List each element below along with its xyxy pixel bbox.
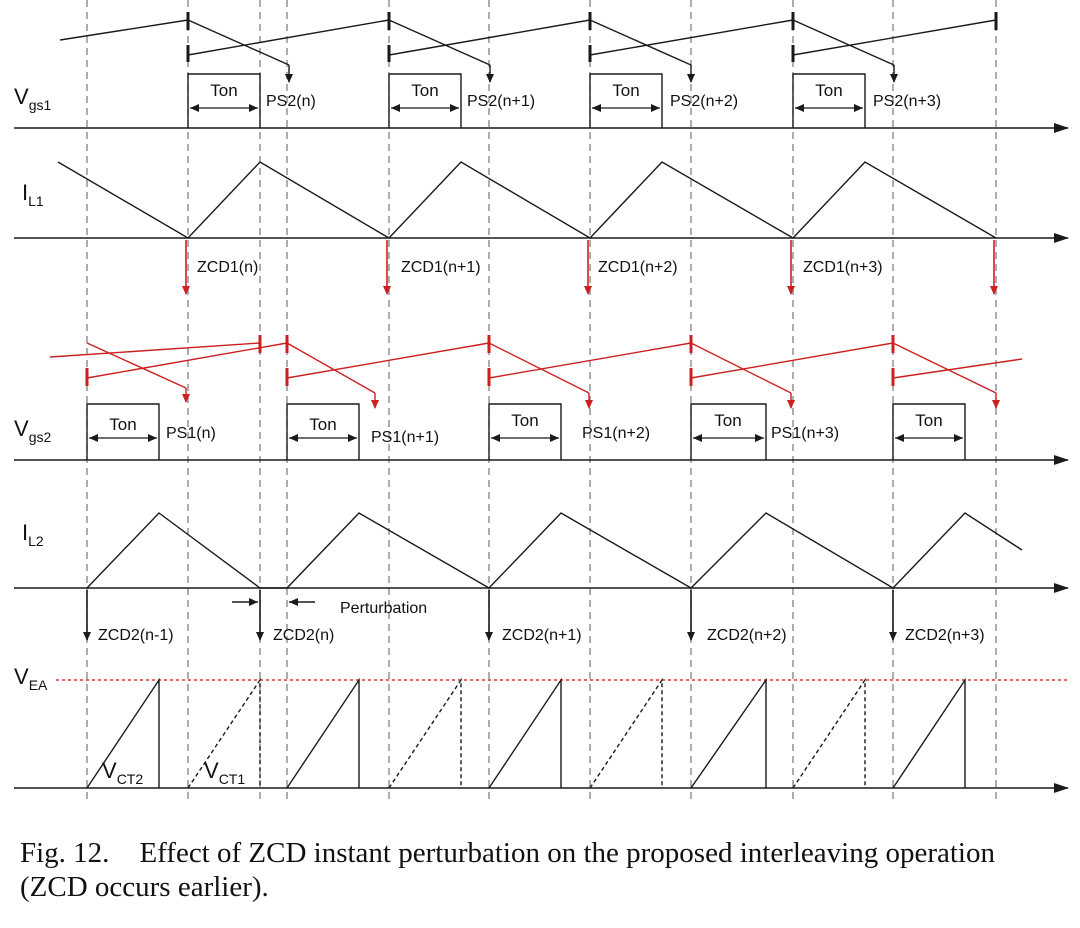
ps2-label: PS2(n+3) [873, 93, 941, 110]
vgs2-pulse [286, 403, 360, 460]
ton-label: Ton [714, 411, 741, 430]
ps1-label: PS1(n+2) [582, 425, 650, 442]
vct2-label: VCT2 [102, 758, 143, 787]
ps2-arrows [285, 65, 898, 83]
vct2-ramps [86, 677, 966, 789]
vgs1-pulse [589, 73, 663, 128]
figure-caption: Fig. 12.Effect of ZCD instant perturbati… [20, 836, 1065, 904]
vct2-ramp [488, 677, 562, 789]
ps2-labels: PS2(n) PS2(n+1) PS2(n+2) PS2(n+3) [266, 93, 941, 110]
il1-label: IL1 [22, 180, 44, 209]
vct2-ramp [86, 677, 160, 789]
vgs1-pulse [187, 73, 261, 128]
vgs2-pulse [892, 403, 966, 460]
vea-label: VEA [14, 664, 48, 693]
ch2-phase-ramps [49, 342, 1023, 394]
timing-diagram: Vgs1 Ton Ton Ton Ton PS2(n) PS2(n+1) PS2… [14, 0, 1069, 800]
zcd2-label: ZCD2(n+2) [707, 627, 787, 644]
zcd1-label: ZCD1(n) [197, 259, 258, 276]
perturbation-label: Perturbation [340, 600, 427, 617]
vgs2-pulse [690, 403, 767, 460]
ton-label: Ton [612, 81, 639, 100]
vgs1-pulses [187, 73, 866, 128]
ton-label: Ton [511, 411, 538, 430]
ton-label: Ton [411, 81, 438, 100]
ton-label: Ton [109, 415, 136, 434]
ch1-phase-ramps [59, 19, 997, 66]
ps1-label: PS1(n) [166, 425, 216, 442]
vct1-ramp [187, 677, 261, 789]
ton-label: Ton [309, 415, 336, 434]
zcd1-label: ZCD1(n+3) [803, 259, 883, 276]
ps2-label: PS2(n) [266, 93, 316, 110]
ton-label: Ton [210, 81, 237, 100]
vgs2-pulse [86, 403, 160, 460]
ps1-label: PS1(n+3) [771, 425, 839, 442]
ton-label: Ton [915, 411, 942, 430]
zcd2-label: ZCD2(n-1) [98, 627, 174, 644]
vct1-ramps [187, 677, 866, 789]
figure-number: Fig. 12. [20, 837, 110, 869]
vct2-ramp [286, 677, 360, 789]
ps1-label: PS1(n+1) [371, 429, 439, 446]
guide-lines [86, 0, 997, 800]
zcd2-arrows [83, 590, 897, 641]
vgs1-pulse [792, 73, 866, 128]
ch1-phase-markers [186, 12, 998, 62]
zcd2-label: ZCD2(n+1) [502, 627, 582, 644]
vgs2-ton-labels: Ton Ton Ton Ton Ton [109, 411, 942, 434]
zcd2-labels: ZCD2(n-1) ZCD2(n) ZCD2(n+1) ZCD2(n+2) ZC… [98, 627, 985, 644]
vgs1-pulse [388, 73, 462, 128]
zcd1-label: ZCD1(n+2) [598, 259, 678, 276]
vct1-ramp [792, 677, 866, 789]
vct1-label: VCT1 [204, 758, 245, 787]
vct2-ramp [690, 677, 767, 789]
zcd1-labels: ZCD1(n) ZCD1(n+1) ZCD1(n+2) ZCD1(n+3) [197, 259, 883, 276]
vgs2-pulses [86, 403, 966, 460]
zcd1-label: ZCD1(n+1) [401, 259, 481, 276]
vgs2-pulse [488, 403, 562, 460]
ps1-labels: PS1(n) PS1(n+1) PS1(n+2) PS1(n+3) [166, 425, 839, 446]
il1-waveform [57, 161, 997, 239]
zcd2-label: ZCD2(n) [273, 627, 334, 644]
ps2-label: PS2(n+2) [670, 93, 738, 110]
vgs2-label: Vgs2 [14, 416, 51, 445]
ps2-label: PS2(n+1) [467, 93, 535, 110]
il2-label: IL2 [22, 520, 44, 549]
vct1-ramp [589, 677, 663, 789]
caption-text: Effect of ZCD instant perturbation on th… [20, 837, 995, 903]
zcd1-arrows [182, 240, 998, 295]
vct1-ramp [388, 677, 462, 789]
il2-waveform [86, 512, 1023, 589]
ton-label: Ton [815, 81, 842, 100]
ps1-arrows [182, 388, 1000, 409]
vct2-ramp [892, 677, 966, 789]
vgs1-label: Vgs1 [14, 84, 51, 113]
zcd2-label: ZCD2(n+3) [905, 627, 985, 644]
ch2-phase-markers [85, 335, 895, 386]
vgs1-ton-labels: Ton Ton Ton Ton [210, 81, 842, 100]
